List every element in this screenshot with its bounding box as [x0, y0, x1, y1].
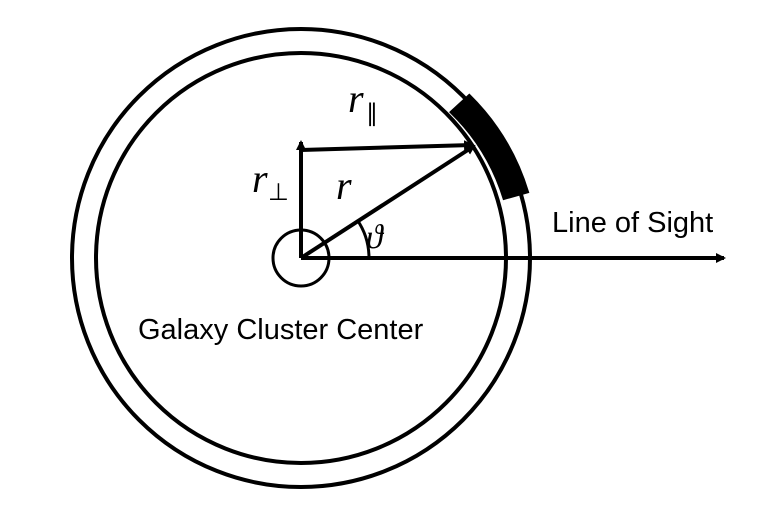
r-vector-arrow: [299, 144, 476, 260]
r-parallel-label: r ∥: [348, 76, 378, 127]
r-parallel-subscript: ∥: [366, 99, 378, 127]
cluster-center-label: Galaxy Cluster Center: [138, 314, 424, 346]
shell-segment: [449, 93, 530, 201]
r-perp-subscript: ⊥: [268, 178, 289, 206]
r-parallel-arrow: [300, 140, 474, 152]
theta-angle-arc: [355, 218, 371, 259]
theta-label: ϑ: [366, 219, 385, 256]
line-of-sight-label: Line of Sight: [552, 207, 713, 239]
r-label: r: [336, 163, 352, 208]
r-perp-base: r: [252, 156, 268, 201]
r-parallel-base: r: [348, 76, 364, 121]
r-perp-label: r ⊥: [252, 156, 289, 206]
